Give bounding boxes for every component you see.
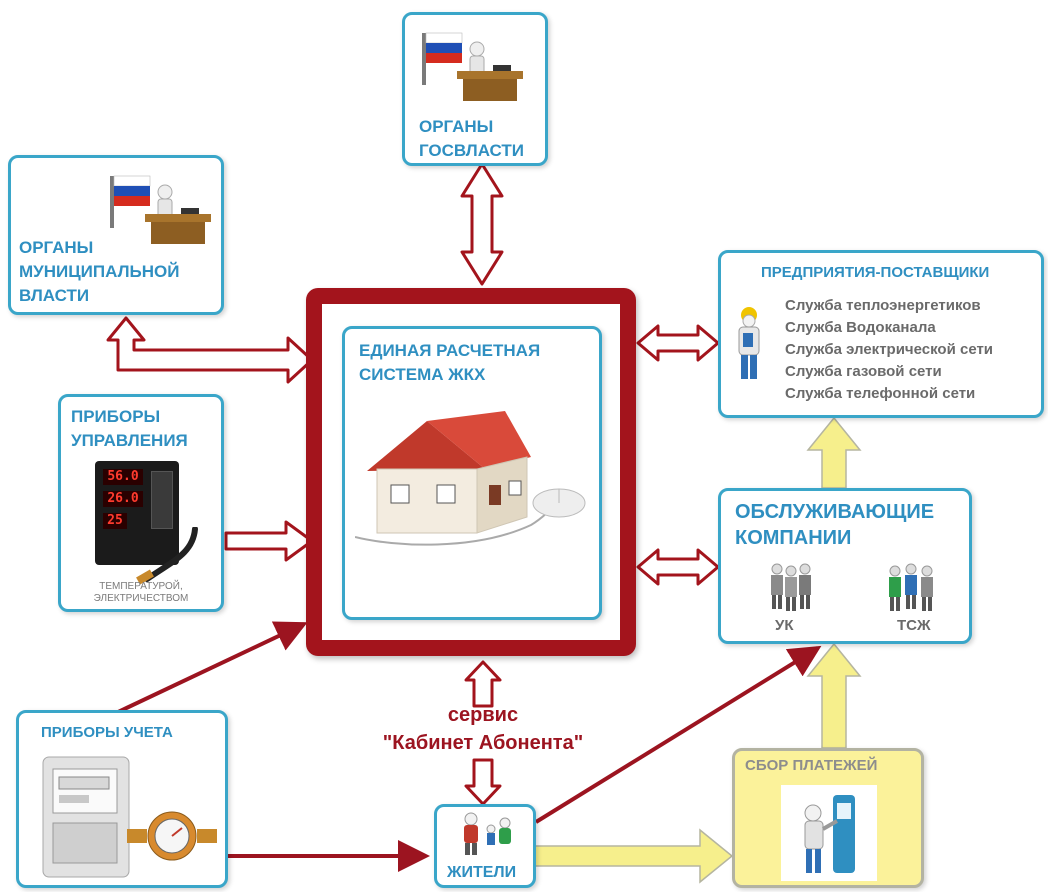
arrow-payments-maintenance (806, 642, 862, 749)
supplier-service-1: Служба теплоэнергетиков (785, 297, 981, 314)
payments-title: СБОР ПЛАТЕЖЕЙ (745, 757, 878, 774)
water-meter-icon (127, 811, 217, 861)
municipal-title-line1: ОРГАНЫ (19, 238, 94, 257)
supplier-service-4: Служба газовой сети (785, 363, 942, 380)
arrow-center-suppliers (636, 324, 720, 362)
gov-title-line1: ОРГАНЫ (419, 117, 494, 136)
suppliers-box: ПРЕДПРИЯТИЯ-ПОСТАВЩИКИ Служба теплоэнерг… (718, 250, 1044, 418)
gov-authorities-box: ОРГАНЫ ГОСВЛАСТИ (402, 12, 548, 166)
arrow-maintenance-suppliers (806, 416, 862, 489)
management-company-people-icon (771, 563, 811, 611)
supplier-service-2: Служба Водоканала (785, 319, 936, 336)
metering-title: ПРИБОРЫ УЧЕТА (41, 724, 173, 741)
center-title-line2: СИСТЕМА ЖКХ (359, 365, 486, 384)
arrow-center-residents-bottom (464, 758, 502, 806)
control-caption-line2: ЭЛЕКТРИЧЕСТВОМ (93, 593, 189, 604)
payment-terminal-icon (781, 785, 877, 881)
worker-icon (738, 307, 760, 379)
maintenance-companies-box: ОБСЛУЖИВАЮЩИЕ КОМПАНИИ УК ТСЖ (718, 488, 972, 644)
display-reading-1: 56.0 (103, 469, 143, 485)
arrow-residents-payments (533, 828, 734, 884)
homeowners-association-people-icon (889, 563, 933, 611)
supplier-service-3: Служба электрической сети (785, 341, 994, 358)
uk-label: УК (775, 617, 794, 634)
payment-collection-box: СБОР ПЛАТЕЖЕЙ (732, 748, 924, 888)
electricity-meter-icon (42, 756, 130, 878)
arrow-municipal-center (106, 316, 314, 384)
residents-box: ЖИТЕЛИ (434, 804, 536, 888)
gov-title-line2: ГОСВЛАСТИ (419, 141, 525, 160)
temperature-probe-icon (136, 527, 198, 585)
arrow-gov-center (460, 162, 504, 286)
display-reading-3: 25 (103, 513, 127, 529)
controller-device-icon: 56.0 26.0 25 (95, 461, 179, 565)
supplier-service-5: Служба телефонной сети (785, 385, 976, 402)
official-at-desk-icon (422, 32, 523, 101)
arrow-control-center (224, 520, 314, 562)
control-title-line2: УПРАВЛЕНИЯ (71, 431, 188, 450)
maintenance-title-line1: ОБСЛУЖИВАЮЩИЕ (735, 501, 935, 523)
family-icon (464, 812, 511, 855)
tszh-label: ТСЖ (897, 617, 931, 634)
arrow-metering-center (117, 621, 308, 714)
display-reading-2: 26.0 (103, 491, 143, 507)
service-label-line1: сервис (447, 704, 519, 726)
metering-devices-box: ПРИБОРЫ УЧЕТА (16, 710, 228, 888)
house-with-mouse-icon (355, 411, 586, 546)
residents-title: ЖИТЕЛИ (447, 864, 517, 881)
control-caption-line1: ТЕМПЕРАТУРОЙ, (99, 581, 183, 592)
official-at-desk-icon (110, 175, 211, 244)
maintenance-title-line2: КОМПАНИИ (735, 527, 852, 549)
arrow-center-residents-top (464, 660, 502, 708)
center-title-line1: ЕДИНАЯ РАСЧЕТНАЯ (359, 341, 541, 360)
unified-billing-system-box: ЕДИНАЯ РАСЧЕТНАЯ СИСТЕМА ЖКХ (342, 326, 602, 620)
service-label-line2: "Кабинет Абонента" (382, 732, 584, 754)
municipal-title-line2: МУНИЦИПАЛЬНОЙ (19, 262, 180, 281)
control-title-line1: ПРИБОРЫ (71, 407, 161, 426)
arrow-center-maintenance (636, 548, 720, 586)
suppliers-title: ПРЕДПРИЯТИЯ-ПОСТАВЩИКИ (761, 264, 990, 281)
municipal-authorities-box: ОРГАНЫ МУНИЦИПАЛЬНОЙ ВЛАСТИ (8, 155, 224, 315)
unified-billing-system-frame: ЕДИНАЯ РАСЧЕТНАЯ СИСТЕМА ЖКХ (306, 288, 636, 656)
control-devices-box: ПРИБОРЫ УПРАВЛЕНИЯ 56.0 26.0 25 ТЕМПЕРАТ… (58, 394, 224, 612)
arrow-residents-maintenance (534, 645, 822, 824)
municipal-title-line3: ВЛАСТИ (19, 286, 90, 305)
